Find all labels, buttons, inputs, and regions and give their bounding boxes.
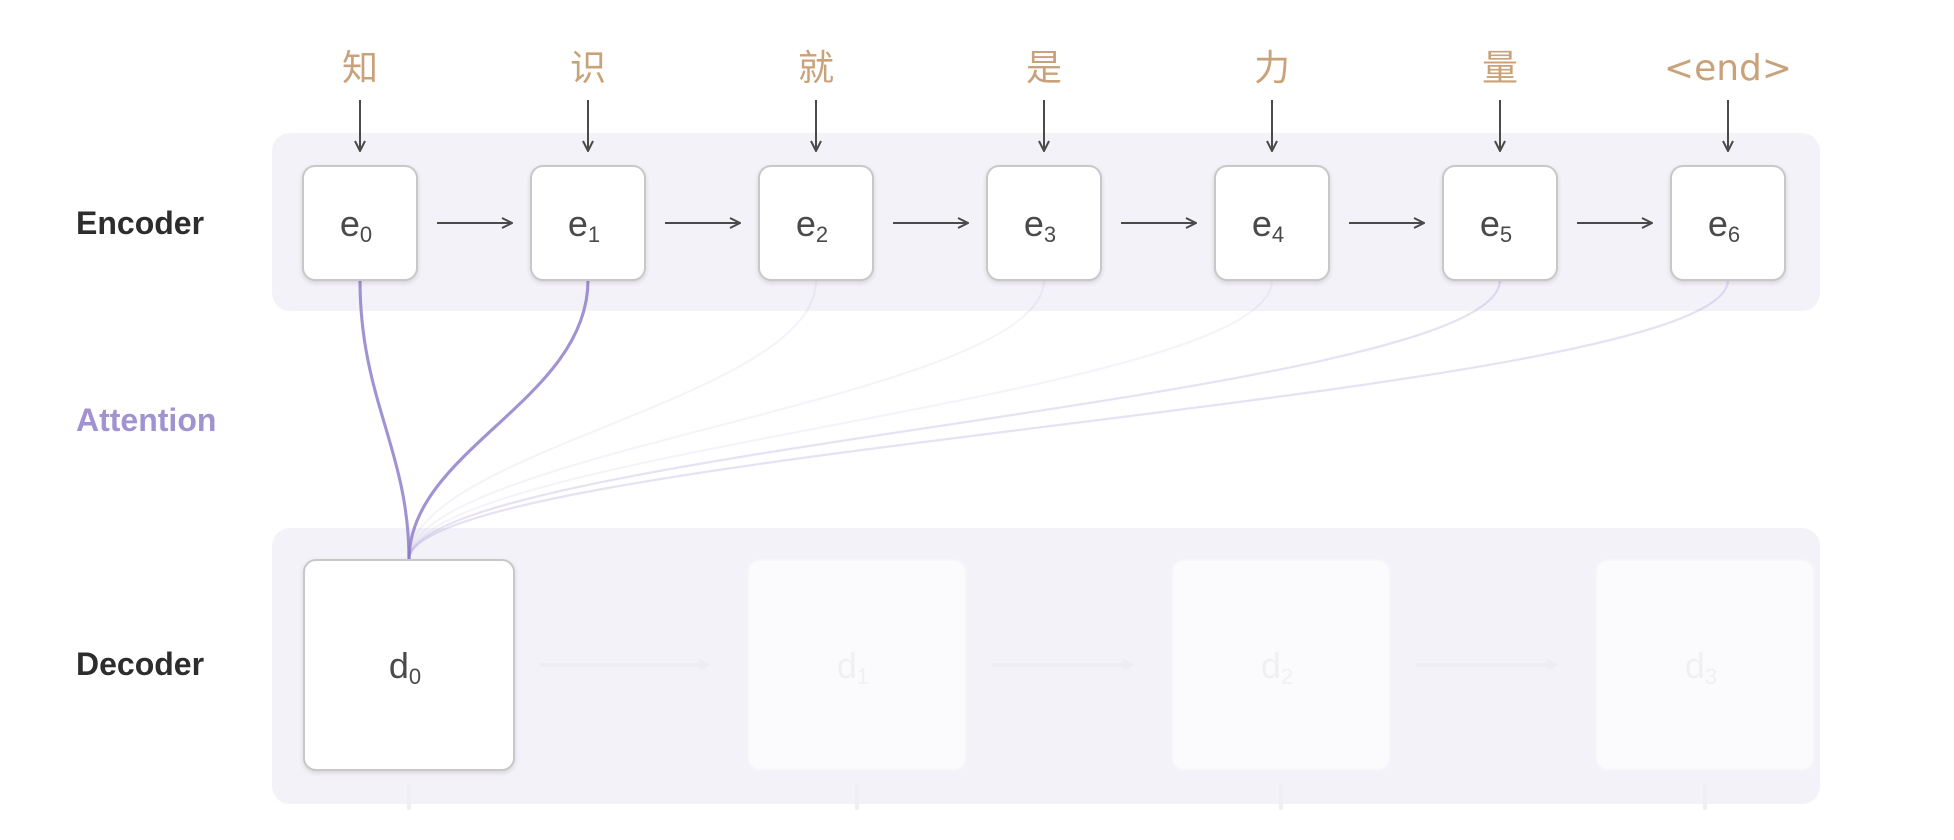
encoder-node-e3: e3	[986, 165, 1195, 281]
encoder-node-box	[986, 165, 1102, 281]
encoder-node-e5: e5	[1442, 165, 1651, 281]
decoder-row-label: Decoder	[76, 646, 204, 682]
attention-line-e5	[407, 279, 1502, 561]
attention-line-e6	[407, 279, 1730, 561]
decoder-node-label: d0	[389, 645, 421, 689]
input-token: <end>	[1664, 48, 1792, 89]
encoder-step-1: 识	[570, 48, 606, 150]
decoder-node-box	[303, 559, 515, 771]
attention-row-label: Attention	[76, 402, 216, 438]
encoder-step-3: 是	[1026, 48, 1062, 150]
decoder-node-box	[1595, 559, 1815, 771]
input-token: 就	[798, 48, 834, 89]
attention-line-e3	[407, 279, 1046, 561]
decoder-row: d0 d1 d2 d3	[303, 559, 1815, 810]
attention-line-e1	[407, 279, 590, 561]
input-token: 识	[570, 48, 606, 89]
encoder-node-e0: e0	[302, 165, 511, 281]
decoder-node-d0: d0	[303, 559, 708, 810]
encoder-node-label: e5	[1480, 203, 1512, 247]
encoder-node-box	[1214, 165, 1330, 281]
attention-lines	[358, 279, 1730, 561]
encoder-step-4: 力	[1254, 48, 1290, 150]
attention-line-e2	[407, 279, 818, 561]
encoder-step-5: 量	[1482, 48, 1518, 150]
decoder-node-d2: d2	[1171, 559, 1556, 810]
encoder-step-6: <end>	[1664, 48, 1792, 150]
encoder-node-label: e4	[1252, 203, 1284, 247]
encoder-row-label: Encoder	[76, 205, 204, 241]
encoder-step-2: 就	[798, 48, 834, 150]
encoder-node-label: e2	[796, 203, 828, 247]
input-token: 是	[1026, 48, 1062, 89]
attention-line-e0	[358, 279, 411, 561]
encoder-node-box	[530, 165, 646, 281]
decoder-node-label: d3	[1685, 645, 1717, 689]
input-token: 量	[1482, 48, 1518, 89]
decoder-node-d3: d3	[1595, 559, 1815, 810]
encoder-node-label: e0	[340, 203, 372, 247]
encoder-node-label: e1	[568, 203, 600, 247]
decoder-node-label: d1	[837, 645, 869, 689]
decoder-node-box	[1171, 559, 1391, 771]
encoder-node-label: e3	[1024, 203, 1056, 247]
attention-line-e4	[407, 279, 1274, 561]
decoder-node-label: d2	[1261, 645, 1293, 689]
encoder-row: 知 识 就 是 力 量 <end> e0 e1 e2 e3 e4 e5 e6	[302, 48, 1792, 281]
input-token: 力	[1254, 48, 1290, 89]
encoder-node-box	[758, 165, 874, 281]
encoder-step-0: 知	[342, 48, 378, 150]
encoder-node-box	[302, 165, 418, 281]
encoder-node-box	[1670, 165, 1786, 281]
encoder-node-e6: e6	[1670, 165, 1786, 281]
input-token: 知	[342, 48, 378, 89]
encoder-node-e1: e1	[530, 165, 739, 281]
decoder-node-box	[747, 559, 967, 771]
encoder-node-label: e6	[1708, 203, 1740, 247]
decoder-node-d1: d1	[747, 559, 1132, 810]
encoder-node-box	[1442, 165, 1558, 281]
encoder-node-e4: e4	[1214, 165, 1423, 281]
encoder-node-e2: e2	[758, 165, 967, 281]
